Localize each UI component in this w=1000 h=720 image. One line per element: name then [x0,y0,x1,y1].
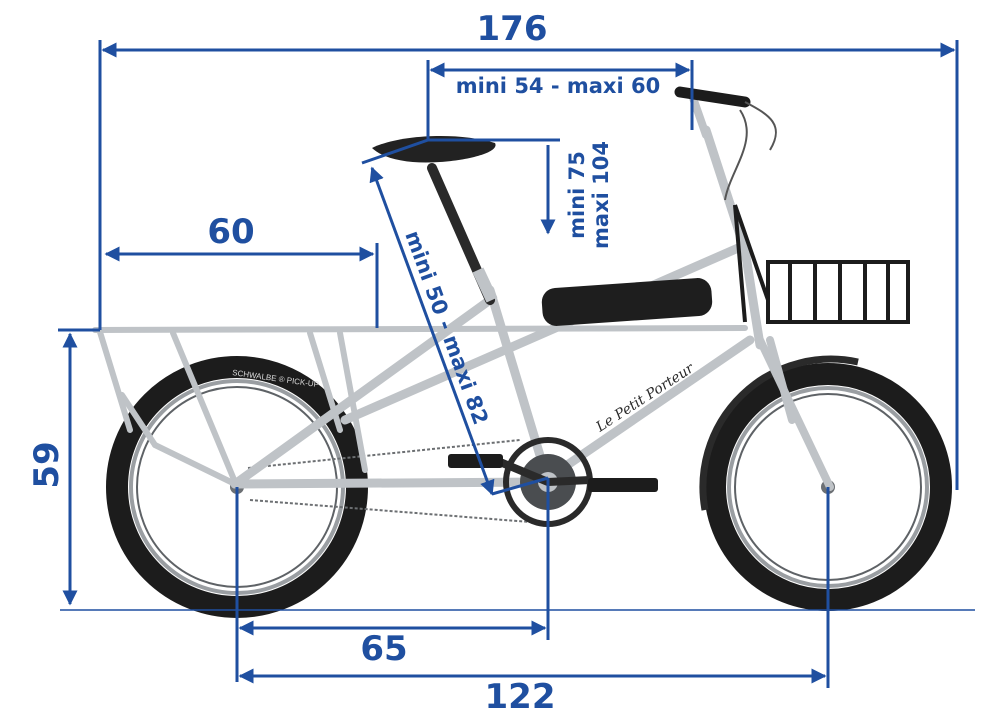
cargo-bike-illustration: SCHWALBE ® PICK-UP [92,86,952,618]
seat-tube-crank-tick [491,476,549,496]
saddle-drop-label-line1: mini 75 [565,151,589,239]
rear-wheel-to-crank-label: 65 [360,629,407,669]
rack-height-label: 59 [27,441,67,488]
seat-tube-arrow [369,166,495,496]
front-fender [699,355,859,511]
cockpit-length-label: mini 54 - maxi 60 [456,74,660,98]
frame-brand-label: Le Petit Porteur [593,360,698,436]
overall-length-label: 176 [477,9,548,49]
battery [541,278,713,326]
seat-tube-saddle-tick [361,138,429,165]
rear-rack-length-label: 60 [207,212,254,252]
front-fork [756,336,834,491]
saddle-drop-label-line2: maxi 104 [589,141,613,249]
dimension-annotations [58,40,975,688]
front-basket [733,204,910,324]
saddle [372,135,496,163]
wheelbase-label: 122 [485,677,556,717]
